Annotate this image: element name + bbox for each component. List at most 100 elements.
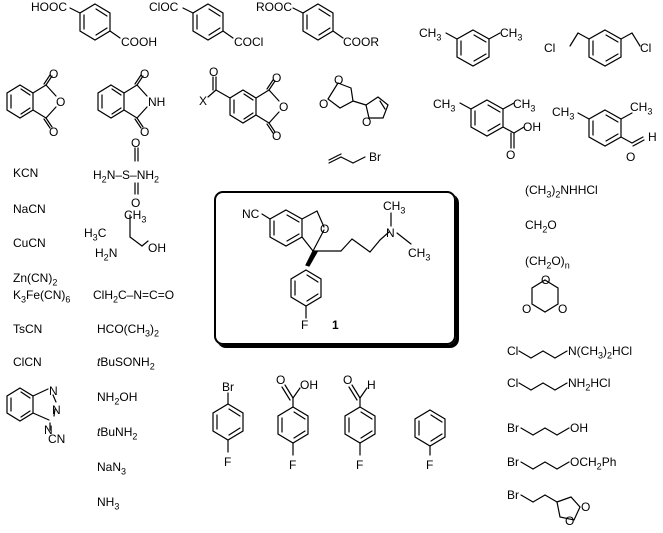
label-dmbal-h: H <box>648 130 657 144</box>
label-xylene-ch3-left: CH3 <box>419 26 442 43</box>
label-allyl-br: Br <box>369 150 381 164</box>
label-pi-nh: NH <box>148 95 166 109</box>
label-dmba-ch3-left: CH3 <box>433 97 456 114</box>
trioxane-structure <box>531 279 559 313</box>
label-trioxane-o-right: O <box>558 302 568 316</box>
label-sulfamide: H2N–S–NH2 <box>93 168 160 185</box>
label-fbal-o: O <box>343 373 353 387</box>
label-pa-o-bottom: O <box>49 125 59 139</box>
label-cooh: COOH <box>121 35 157 49</box>
trimellitic-anhydride-halide-structure <box>207 76 280 134</box>
label-trioxane-o-left: O <box>522 302 532 316</box>
label-dmba-oh: OH <box>523 120 541 134</box>
fluorobenzaldehyde-structure <box>344 384 376 456</box>
label-fba-o: O <box>276 373 286 387</box>
label-cucn: CuCN <box>13 236 46 250</box>
label-tma-o-top: O <box>272 71 282 85</box>
label-cloc: ClOC <box>149 0 179 14</box>
fluorobenzoic-acid-structure <box>277 384 309 456</box>
terephthalate-ester-structure <box>292 3 344 41</box>
bromopropanol-structure <box>520 427 570 436</box>
label-bpol-br: Br <box>507 421 519 435</box>
label-nacn: NaCN <box>13 202 46 216</box>
label-k3fecn6: K3Fe(CN)6 <box>13 288 71 305</box>
label-bpbe-och2ph: OCH2Ph <box>570 455 617 472</box>
label-bt-n3: N <box>52 403 61 417</box>
label-amp-ch3: CH3 <box>124 208 147 225</box>
label-tscn: TsCN <box>13 322 43 336</box>
label-diox-o-top: O <box>334 73 344 87</box>
phthalimide-structure <box>97 74 148 129</box>
terephthaloyl-chloride-structure <box>182 3 234 41</box>
dimethylbenzaldehyde-structure <box>577 109 645 147</box>
label-zncn2: Zn(CN)2 <box>13 271 58 288</box>
label-hooc: HOOC <box>31 0 67 14</box>
cyanobenzotriazole-structure <box>6 387 57 431</box>
label-kcn: KCN <box>13 166 39 180</box>
label-bt-n1: N <box>44 423 53 437</box>
label-diox-o-left: O <box>319 97 329 111</box>
aminomethylpropanol-structure <box>129 214 149 247</box>
chloropropylamine-structure <box>518 382 568 391</box>
label-pi-o-top: O <box>140 67 150 81</box>
bromofluorobenzene-structure <box>212 392 244 453</box>
bromopropyl-benzyl-ether-structure <box>520 461 570 470</box>
label-bedx-o-lower: O <box>565 514 575 528</box>
label-rooc: ROOC <box>256 0 292 14</box>
label-fba-f: F <box>289 458 297 472</box>
label-cpda-amine: N(CH3)2HCl <box>568 344 633 361</box>
label-fbal-h: H <box>367 378 376 392</box>
label-clcn: ClCN <box>13 355 42 369</box>
label-fb-f: F <box>426 458 434 472</box>
dimethylbenzoic-acid-structure <box>459 99 525 149</box>
label-target-ch3-top: CH3 <box>383 199 406 216</box>
label-dmba-o: O <box>506 148 516 162</box>
label-tbunh2: tBuNH2 <box>97 425 138 442</box>
label-nh3: NH3 <box>97 495 120 512</box>
label-bcmb-cl-right: Cl <box>640 41 652 55</box>
dioxolanyl-furan-structure <box>327 82 389 119</box>
label-dmbal-ch3-left: CH3 <box>552 105 575 122</box>
label-dmba-ch3-right: CH3 <box>513 97 536 114</box>
label-pa-o-ring: O <box>56 95 66 109</box>
label-dmf: HCO(CH3)2 <box>97 322 160 339</box>
phthalic-anhydride-structure <box>6 74 57 129</box>
label-fbal-f: F <box>356 458 364 472</box>
label-cpa-amine: NH2HCl <box>568 376 611 393</box>
label-fba-oh: OH <box>300 378 318 392</box>
target-compound-frame <box>214 191 456 345</box>
label-dmbal-ch3-right: CH3 <box>630 100 653 117</box>
m-xylene-structure <box>445 29 501 67</box>
allyl-bromide-structure <box>328 153 366 164</box>
label-bpol-oh: OH <box>570 421 588 435</box>
label-dimethylamine-hcl: (CH3)2NHHCl <box>525 183 598 200</box>
label-target-nc: NC <box>242 207 260 221</box>
chloropropyl-dimethylamine-structure <box>518 350 568 359</box>
label-dmbal-o: O <box>626 150 636 164</box>
label-bt-n2: N <box>49 384 58 398</box>
label-bedx-br: Br <box>507 488 519 502</box>
label-amp-h2n: H2N <box>95 246 118 263</box>
label-isocyanate: ClH2C–N=C=O <box>93 288 175 305</box>
label-furan-o: O <box>362 115 372 129</box>
label-amp-oh: OH <box>148 241 166 255</box>
label-cpa-cl: Cl <box>507 376 519 390</box>
compound-number-label: 1 <box>332 318 339 332</box>
label-formaldehyde: CH2O <box>525 218 557 235</box>
label-target-ch3-right: CH3 <box>408 246 431 263</box>
label-cpda-cl: Cl <box>507 344 519 358</box>
label-bcmb-cl-left: Cl <box>544 41 556 55</box>
label-sulfamide-o-bottom: O <box>131 196 141 210</box>
label-bfb-br: Br <box>222 380 234 394</box>
label-nan3: NaN3 <box>97 460 127 477</box>
label-tma-x: X <box>199 94 208 108</box>
label-tma-o-acyl: O <box>209 65 219 79</box>
label-pa-o-top: O <box>49 67 59 81</box>
label-tma-o-ring: O <box>279 100 289 114</box>
label-bt-cn: CN <box>48 432 66 446</box>
label-bfb-f: F <box>224 455 232 469</box>
label-bpbe-br: Br <box>507 455 519 469</box>
label-target-n: N <box>386 226 395 240</box>
